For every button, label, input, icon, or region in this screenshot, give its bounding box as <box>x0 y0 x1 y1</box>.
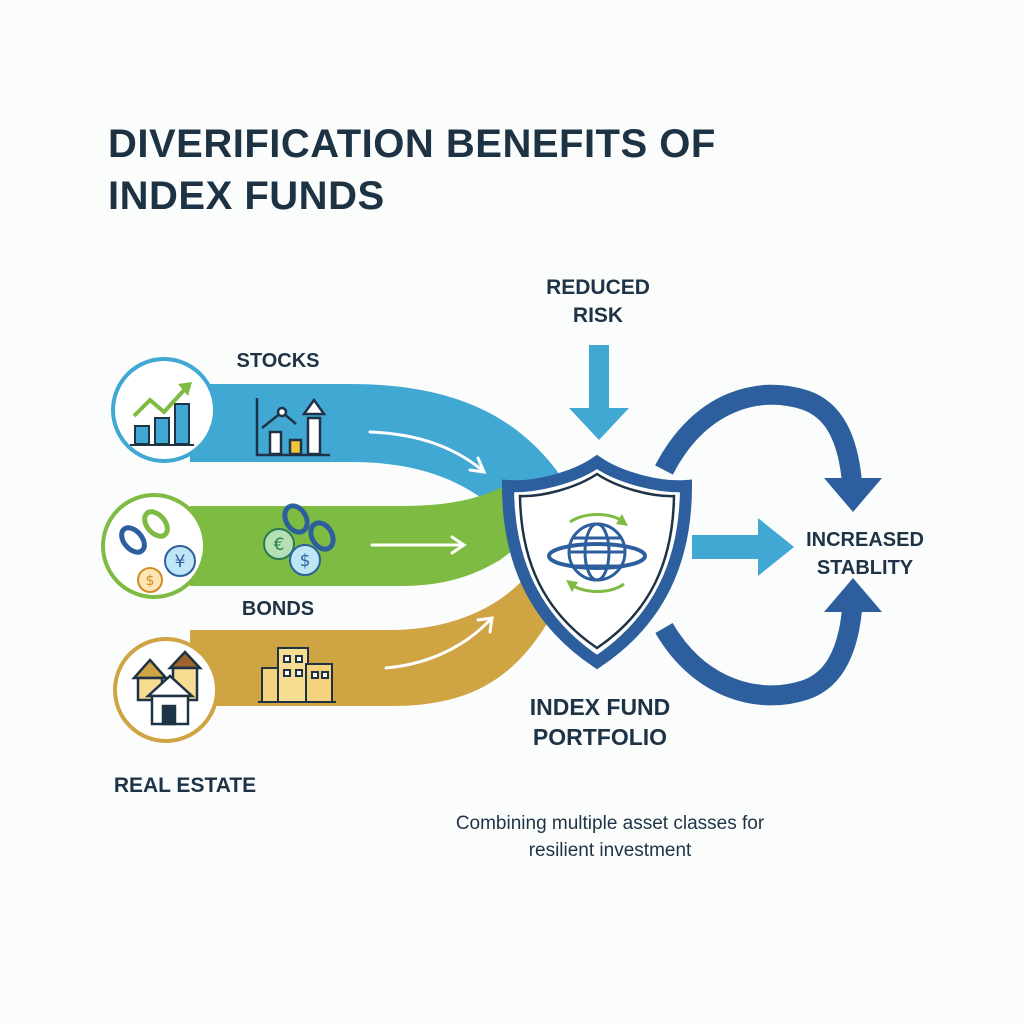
real-estate-band-buildings-icon <box>258 647 336 703</box>
diagram-caption: Combining multiple asset classes for res… <box>380 810 840 864</box>
bonds-flow-arrow <box>370 535 467 555</box>
lower-cycle-arrow <box>655 608 862 706</box>
svg-text:$: $ <box>300 551 311 571</box>
svg-text:¥: ¥ <box>175 552 186 572</box>
real-estate-label: REAL ESTATE <box>100 774 270 798</box>
svg-text:$: $ <box>146 573 155 589</box>
real-estate-flow-arrow <box>384 616 494 670</box>
stability-line-2: STABLITY <box>816 557 914 579</box>
stocks-flow-arrow <box>368 430 487 474</box>
stocks-flow-band <box>190 384 560 545</box>
caption-line-1: Combining multiple asset classes for <box>455 813 765 834</box>
title-line-2: INDEX FUNDS <box>108 174 385 218</box>
upper-cycle-arrow <box>655 384 862 484</box>
bonds-flow-band <box>190 480 520 586</box>
stock-chart-icon <box>130 382 194 446</box>
bonds-band-coins-icon: € $ <box>263 503 336 576</box>
stocks-label-text: STOCKS <box>236 350 320 372</box>
stocks-band-chart-icon <box>255 397 330 457</box>
reduced-risk-arrow <box>569 345 629 440</box>
bonds-label-text: BONDS <box>241 598 315 620</box>
stability-arrow <box>692 518 794 576</box>
portfolio-line-2: PORTFOLIO <box>532 724 668 750</box>
real-estate-label-text: REAL ESTATE <box>113 774 257 797</box>
bonds-circle: ¥ $ <box>101 493 207 599</box>
shield-globe-icon <box>501 454 693 670</box>
index-fund-portfolio-label: INDEX FUND PORTFOLIO <box>500 692 700 752</box>
stability-line-1: INCREASED <box>806 529 924 551</box>
bonds-label: BONDS <box>218 598 338 621</box>
stocks-circle <box>111 357 217 463</box>
globe-icon <box>547 522 647 582</box>
svg-text:€: € <box>274 535 285 555</box>
portfolio-line-1: INDEX FUND <box>529 694 671 720</box>
reduced-risk-line-1: REDUCED <box>546 276 650 299</box>
diagram-title: DIVERIFICATION BENEFITS OF INDEX FUNDS <box>108 118 828 222</box>
title-line-1: DIVERIFICATION BENEFITS OF <box>108 122 716 166</box>
stocks-label: STOCKS <box>218 350 338 373</box>
stability-cycle-arrows <box>655 384 862 706</box>
increased-stability-label: INCREASED STABLITY <box>792 526 938 582</box>
currency-coins-icon: ¥ $ <box>119 509 196 593</box>
caption-line-2: resilient investment <box>528 840 692 861</box>
real-estate-circle <box>113 637 219 743</box>
lower-cycle-arrowhead <box>824 578 882 612</box>
upper-cycle-arrowhead <box>824 478 882 512</box>
reduced-risk-line-2: RISK <box>572 304 624 327</box>
reduced-risk-label: REDUCED RISK <box>528 274 668 330</box>
houses-icon <box>131 650 203 726</box>
